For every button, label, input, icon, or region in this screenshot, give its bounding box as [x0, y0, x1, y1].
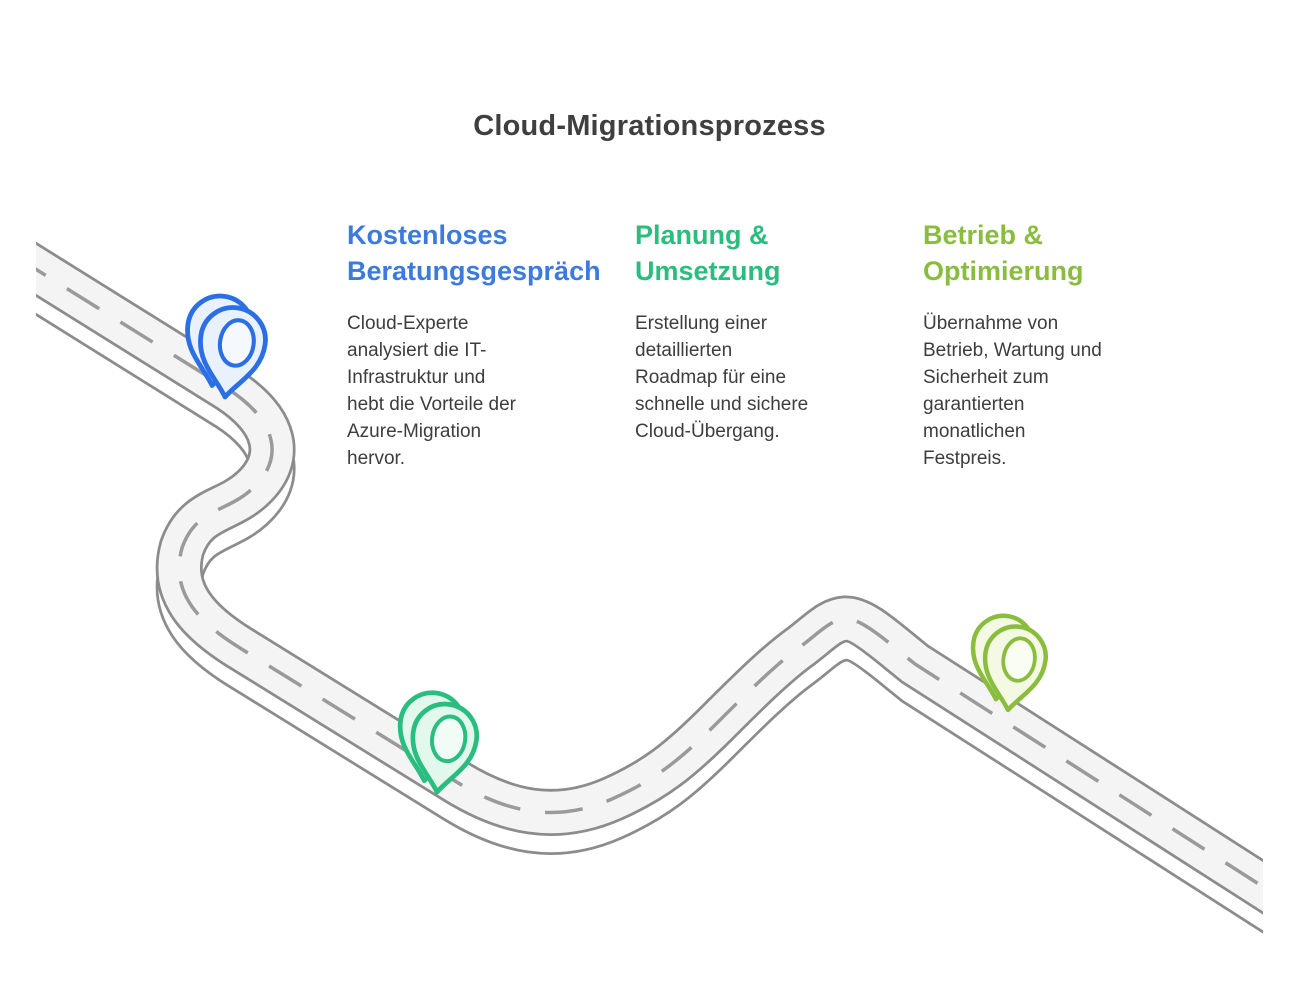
step-2-description: Erstellung einer detaillierten Roadmap f… — [635, 313, 809, 442]
page-title: Cloud-Migrationsprozess — [473, 110, 826, 142]
step-1-heading: Kostenloses Beratungsgespräch — [347, 220, 601, 286]
step-column-1: Kostenloses Beratungsgespräch Cloud-Expe… — [347, 217, 609, 472]
step-column-2: Planung & Umsetzung Erstellung einer det… — [635, 217, 897, 445]
step-column-3: Betrieb & Optimierung Übernahme von Betr… — [923, 217, 1185, 472]
step-3-heading: Betrieb & Optimierung — [923, 220, 1084, 286]
step-3-description: Übernahme von Betrieb, Wartung und Siche… — [923, 313, 1102, 469]
step-2-heading: Planung & Umsetzung — [635, 220, 781, 286]
step-1-description: Cloud-Experte analysiert die IT- Infrast… — [347, 313, 517, 469]
